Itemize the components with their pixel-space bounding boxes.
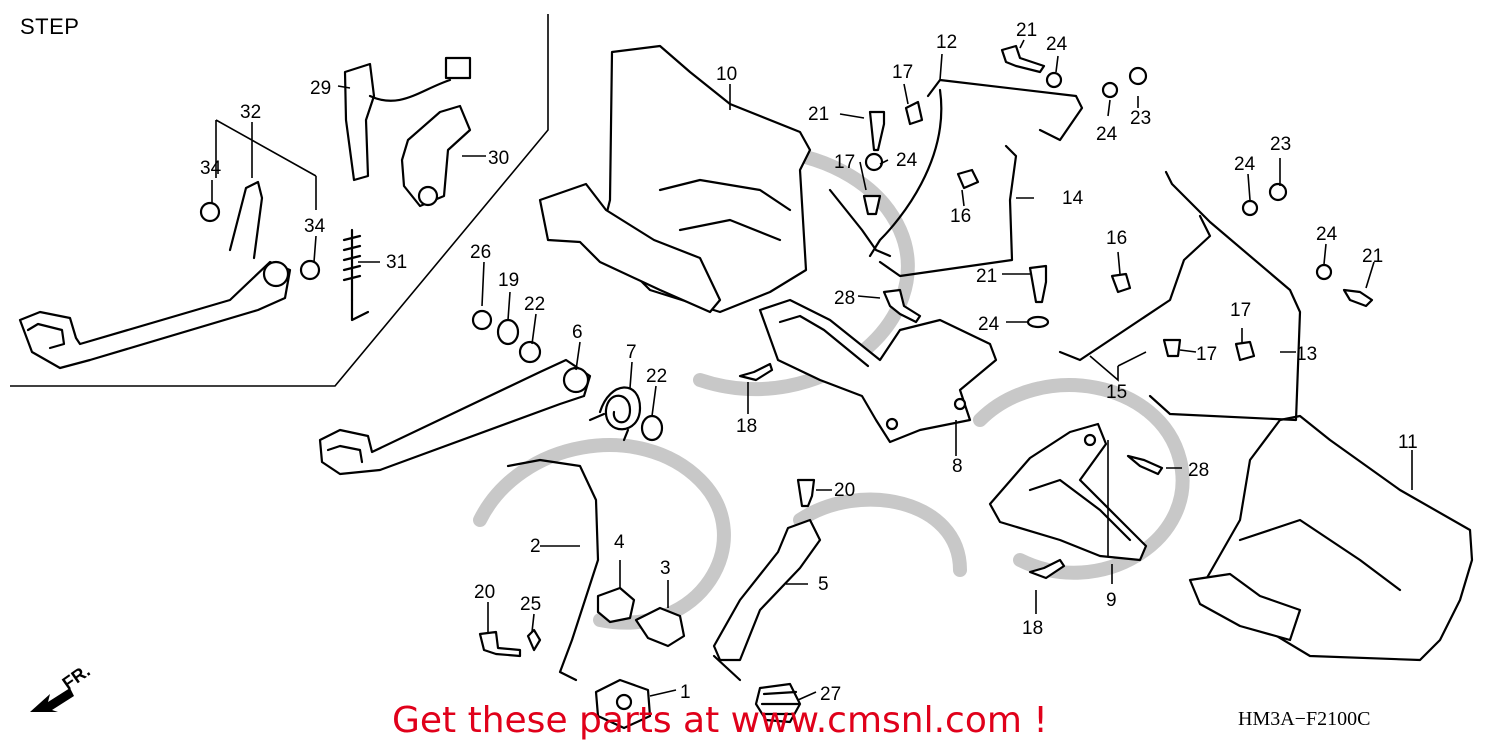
callout-31: 31 — [386, 252, 407, 273]
bolts — [478, 44, 1374, 658]
stays-wire — [828, 78, 1302, 422]
callout-20-b: 20 — [474, 582, 495, 603]
brake-switch-group — [342, 56, 472, 322]
callout-24-c: 24 — [1096, 124, 1118, 145]
callout-21-a: 21 — [1016, 20, 1037, 41]
callout-24-e: 24 — [1234, 154, 1256, 175]
callout-24-d: 24 — [978, 314, 1000, 335]
callout-15: 15 — [1106, 382, 1127, 403]
diagram-code: HM3A−F2100C — [1238, 708, 1371, 730]
callout-17-a: 17 — [892, 62, 913, 83]
callout-28-a: 28 — [834, 288, 855, 309]
skid-plate-11 — [1188, 414, 1474, 662]
callout-34-b: 34 — [304, 216, 326, 237]
callout-23-a: 23 — [1130, 108, 1151, 129]
callout-7: 7 — [626, 342, 637, 363]
callout-22-b: 22 — [646, 366, 667, 387]
callout-10: 10 — [716, 64, 737, 85]
callout-16-b: 16 — [1106, 228, 1127, 249]
front-arrow-icon — [30, 688, 74, 712]
pivot-1 — [594, 678, 652, 730]
callout-17-c: 17 — [1230, 300, 1251, 321]
callout-3: 3 — [660, 558, 671, 579]
callout-19: 19 — [498, 270, 519, 291]
inset-frame — [10, 14, 549, 387]
callout-30: 30 — [488, 148, 509, 169]
spring-7 — [588, 386, 642, 442]
callout-5: 5 — [818, 574, 829, 595]
callout-14: 14 — [1062, 188, 1084, 209]
callout-26: 26 — [470, 242, 491, 263]
callout-17-b: 17 — [834, 152, 855, 173]
callout-24-a: 24 — [1046, 34, 1068, 55]
callout-27: 27 — [820, 684, 841, 705]
rod-2 — [506, 458, 600, 682]
callout-22-a: 22 — [524, 294, 545, 315]
callout-9: 9 — [1106, 590, 1117, 611]
callout-17-d: 17 — [1196, 344, 1217, 365]
callout-29: 29 — [310, 78, 331, 99]
callout-23-b: 23 — [1270, 134, 1291, 155]
footpeg-bracket-8 — [758, 298, 998, 444]
callout-21-c: 21 — [976, 266, 997, 287]
callout-21-b: 21 — [808, 104, 829, 125]
washers-left — [471, 309, 664, 442]
callout-12: 12 — [936, 32, 957, 53]
callout-6: 6 — [572, 322, 583, 343]
callout-8: 8 — [952, 456, 963, 477]
callout-34-a: 34 — [200, 158, 222, 179]
promo-text: Get these parts at www.cmsnl.com ! — [392, 700, 1048, 741]
callout-1: 1 — [680, 682, 691, 703]
callout-20-a: 20 — [834, 480, 855, 501]
callout-32: 32 — [240, 102, 261, 123]
arm-5 — [712, 518, 822, 724]
clamps-3-4 — [596, 586, 686, 648]
callout-labels: 32 34 34 29 30 31 26 19 22 6 7 22 10 12 … — [200, 20, 1418, 705]
callout-18-b: 18 — [1022, 618, 1043, 639]
callout-25: 25 — [520, 594, 541, 615]
callout-24-b: 24 — [896, 150, 918, 171]
leader-lines — [211, 39, 1413, 701]
skid-plate-10 — [538, 44, 812, 314]
callout-24-f: 24 — [1316, 224, 1338, 245]
callout-21-d: 21 — [1362, 246, 1383, 267]
footpeg-bracket-9 — [988, 422, 1148, 562]
brake-pedal-inset — [18, 180, 321, 370]
callout-13: 13 — [1296, 344, 1317, 365]
callout-16-a: 16 — [950, 206, 971, 227]
callout-28-b: 28 — [1188, 460, 1209, 481]
callout-2: 2 — [530, 536, 541, 557]
callout-11: 11 — [1398, 432, 1418, 453]
diagram-title: STEP — [20, 14, 80, 39]
callout-18-a: 18 — [736, 416, 757, 437]
callout-4: 4 — [614, 532, 625, 553]
